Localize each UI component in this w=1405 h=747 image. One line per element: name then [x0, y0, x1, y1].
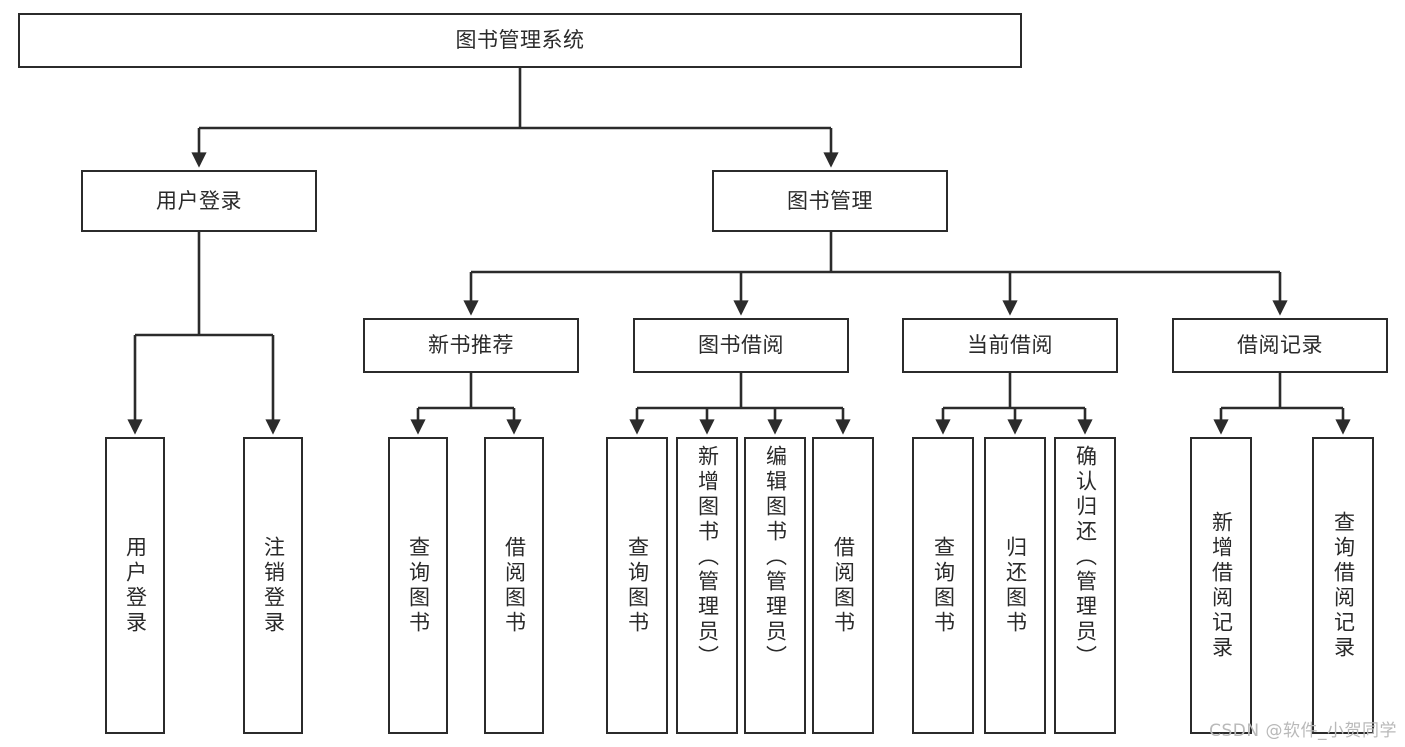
leaf-bb-query-book-label: 查询图书 [625, 535, 650, 636]
node-current-borrow[interactable]: 当前借阅 [902, 318, 1118, 373]
leaf-cb-confirm-return-admin[interactable]: 确认归还（管理员） [1054, 437, 1116, 734]
leaf-cb-return-book-label: 归还图书 [1003, 535, 1028, 636]
leaf-cb-return-book[interactable]: 归还图书 [984, 437, 1046, 734]
leaf-nb-borrow-book[interactable]: 借阅图书 [484, 437, 544, 734]
leaf-logout[interactable]: 注销登录 [243, 437, 303, 734]
leaf-user-login-label: 用户登录 [123, 535, 148, 636]
leaf-bb-edit-book-admin[interactable]: 编辑图书（管理员） [744, 437, 806, 734]
leaf-br-query-record[interactable]: 查询借阅记录 [1312, 437, 1374, 734]
node-user-login[interactable]: 用户登录 [81, 170, 317, 232]
leaf-nb-query-book[interactable]: 查询图书 [388, 437, 448, 734]
node-book-borrow-label: 图书借阅 [698, 333, 784, 358]
node-root[interactable]: 图书管理系统 [18, 13, 1022, 68]
leaf-nb-borrow-book-label: 借阅图书 [502, 535, 527, 636]
node-new-book-recommend[interactable]: 新书推荐 [363, 318, 579, 373]
watermark: CSDN @软件_小贺同学 [1209, 721, 1397, 741]
leaf-user-login[interactable]: 用户登录 [105, 437, 165, 734]
leaf-bb-add-book-admin-label: 新增图书（管理员） [695, 445, 720, 670]
leaf-nb-query-book-label: 查询图书 [406, 535, 431, 636]
leaf-cb-query-book-label: 查询图书 [931, 535, 956, 636]
leaf-br-add-record[interactable]: 新增借阅记录 [1190, 437, 1252, 734]
leaf-cb-confirm-return-admin-label: 确认归还（管理员） [1073, 445, 1098, 670]
node-book-management-label: 图书管理 [787, 188, 873, 213]
node-borrow-record[interactable]: 借阅记录 [1172, 318, 1388, 373]
node-user-login-label: 用户登录 [156, 188, 242, 213]
leaf-bb-query-book[interactable]: 查询图书 [606, 437, 668, 734]
leaf-bb-edit-book-admin-label: 编辑图书（管理员） [763, 445, 788, 670]
node-book-borrow[interactable]: 图书借阅 [633, 318, 849, 373]
leaf-bb-borrow-book-label: 借阅图书 [831, 535, 856, 636]
leaf-bb-borrow-book[interactable]: 借阅图书 [812, 437, 874, 734]
leaf-br-add-record-label: 新增借阅记录 [1209, 510, 1234, 661]
node-new-book-recommend-label: 新书推荐 [428, 333, 514, 358]
node-book-management[interactable]: 图书管理 [712, 170, 948, 232]
node-borrow-record-label: 借阅记录 [1237, 333, 1323, 358]
node-current-borrow-label: 当前借阅 [967, 333, 1053, 358]
leaf-cb-query-book[interactable]: 查询图书 [912, 437, 974, 734]
leaf-logout-label: 注销登录 [261, 535, 286, 636]
node-root-label: 图书管理系统 [455, 28, 585, 53]
leaf-br-query-record-label: 查询借阅记录 [1331, 510, 1356, 661]
leaf-bb-add-book-admin[interactable]: 新增图书（管理员） [676, 437, 738, 734]
